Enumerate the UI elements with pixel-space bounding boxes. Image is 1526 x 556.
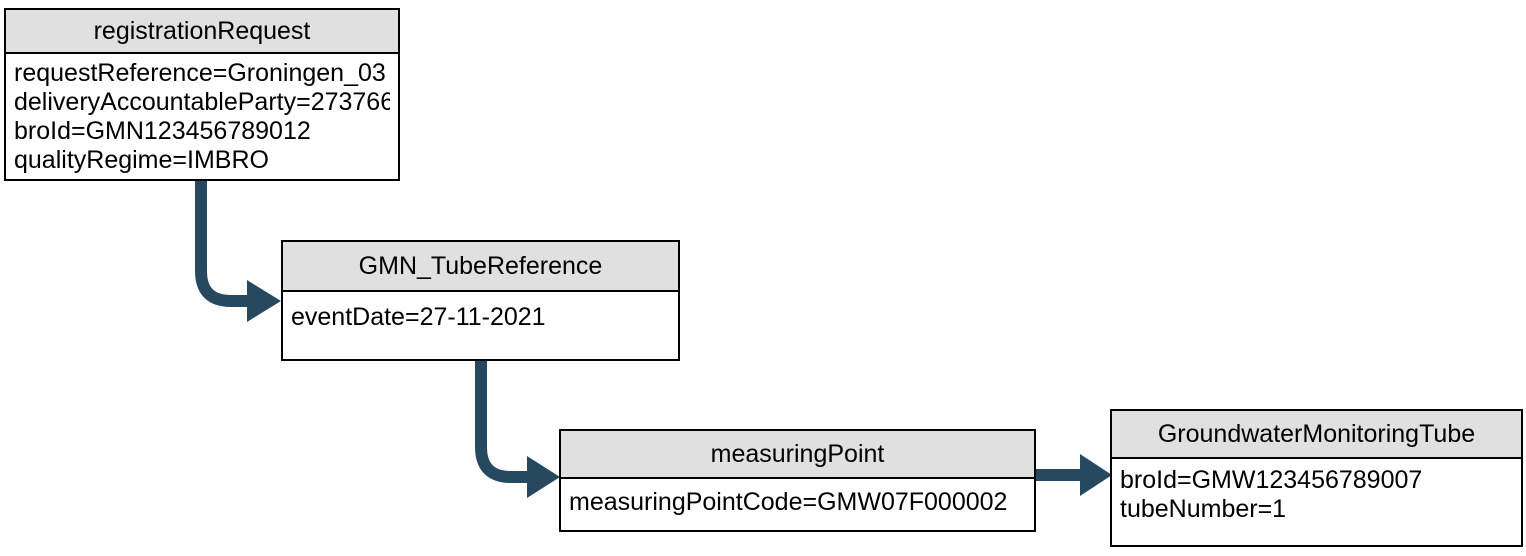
attribute: measuringPointCode=GMW07F000002 [569,488,1008,516]
node-registration-request: registrationRequest requestReference=Gro… [4,8,400,181]
attribute: eventDate=27-11-2021 [291,303,546,331]
arrowhead-icon [247,280,281,322]
node-gmn-tube-reference: GMN_TubeReference eventDate=27-11-2021 [281,240,680,361]
node-attributes: broId=GMW123456789007 tubeNumber=1 [1112,459,1521,524]
node-title: measuringPoint [561,431,1034,479]
arrow-registrationrequest-to-gmn-tubereference [195,181,248,307]
arrow-gmn-tubereference-to-measuringpoint [475,360,528,483]
attribute: requestReference=Groningen_03 [14,59,386,87]
attribute: deliveryAccountableParty=27376655 [14,88,390,116]
node-title: GMN_TubeReference [283,242,678,292]
node-attributes: measuringPointCode=GMW07F000002 [561,479,1034,517]
attribute: tubeNumber=1 [1120,495,1287,523]
node-measuring-point: measuringPoint measuringPointCode=GMW07F… [559,429,1036,532]
node-title: GroundwaterMonitoringTube [1112,411,1521,459]
node-title: registrationRequest [6,10,398,54]
arrowhead-icon [527,456,560,498]
node-attributes: eventDate=27-11-2021 [283,292,678,332]
node-attributes: requestReference=Groningen_03 deliveryAc… [6,54,398,175]
attribute: broId=GMW123456789007 [1120,466,1423,494]
attribute: qualityRegime=IMBRO [14,146,269,174]
node-groundwater-monitoring-tube: GroundwaterMonitoringTube broId=GMW12345… [1110,409,1523,547]
attribute: broId=GMN123456789012 [14,117,311,145]
arrowhead-icon [1080,454,1112,496]
